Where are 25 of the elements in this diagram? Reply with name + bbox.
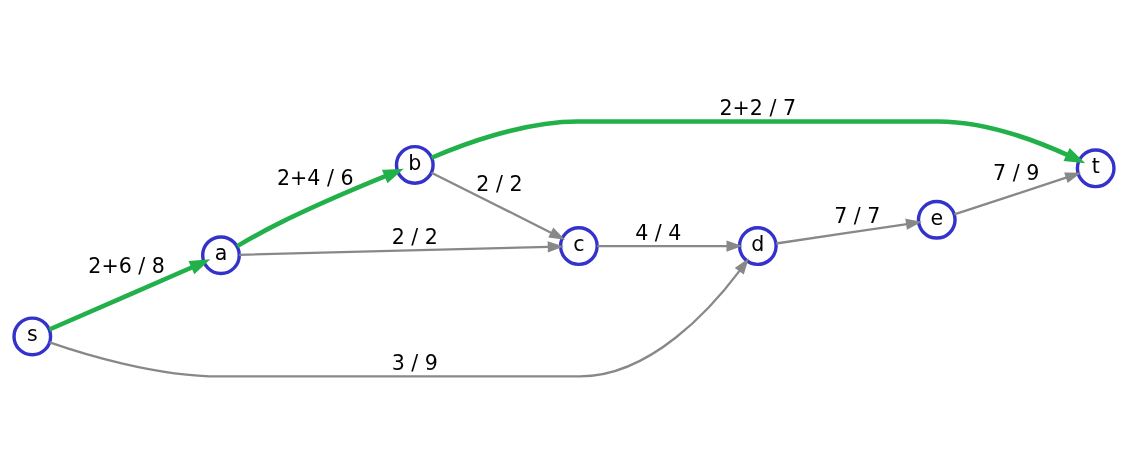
arrow: [776, 218, 922, 245]
edge-label: 7 / 9: [993, 160, 1040, 185]
arrow: [236, 168, 404, 248]
arrow: [48, 258, 211, 332]
edge-label: 2 / 2: [476, 171, 523, 196]
node-circle: s: [12, 315, 53, 356]
edge-label: 2+2 / 7: [719, 95, 797, 120]
arrow: [239, 240, 564, 256]
arrow: [597, 239, 743, 252]
arrow: [430, 171, 566, 240]
node-circle: c: [558, 225, 599, 266]
node-circle: t: [1075, 147, 1116, 188]
edge-label: 2 / 2: [391, 224, 438, 249]
edge-label: 4 / 4: [635, 220, 682, 245]
arrow: [430, 118, 1086, 163]
node-circle: e: [916, 199, 957, 240]
edge-label: 2+4 / 6: [277, 165, 354, 190]
node-circle: b: [394, 144, 435, 185]
arrow: [954, 171, 1082, 215]
edge-label: 3 / 9: [391, 350, 438, 375]
edge-label: 2+6 / 8: [88, 253, 165, 278]
arrow: [49, 257, 749, 378]
edge-label: 7 / 7: [834, 203, 881, 228]
node-circle: a: [200, 234, 241, 275]
node-circle: d: [737, 225, 778, 266]
